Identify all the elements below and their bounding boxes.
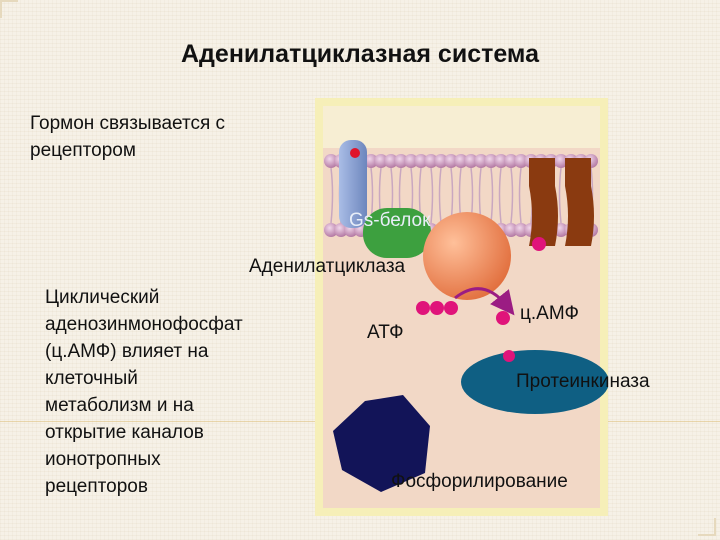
adenylate-cyclase: [423, 212, 511, 300]
hormone-dot: [350, 148, 360, 158]
camp-dot: [496, 311, 510, 325]
slide-title: Аденилатциклазная система: [181, 40, 539, 68]
conversion-arrow: [454, 287, 515, 316]
atp-dot: [416, 301, 430, 315]
text-line: Гормон связывается с: [30, 113, 226, 134]
atp-dot: [430, 301, 444, 315]
phosphorylation-label: Фосфорилирование: [391, 471, 568, 492]
text-line: рецепторов: [45, 476, 148, 497]
text-line: ионотропных: [45, 449, 161, 470]
slide-corner-decoration: [0, 0, 18, 18]
text-line: аденозинмонофосфат: [45, 314, 243, 335]
protein-kinase-label: Протеинкиназа: [516, 371, 650, 392]
ion-channel: [529, 158, 594, 246]
protein-kinase: [461, 350, 609, 414]
atp-dot: [444, 301, 458, 315]
hormone-binding-text: Гормон связывается с рецептором: [30, 110, 225, 164]
receptor: [339, 140, 367, 228]
camp-label: ц.АМФ: [520, 303, 579, 324]
extracellular-space: [323, 106, 600, 148]
channel-camp-dot: [532, 237, 546, 251]
slide-corner-decoration: [698, 518, 716, 536]
gs-protein: [363, 208, 431, 258]
cell-diagram: Gs-белок Аденилатциклаза АТФ ц.АМФ Проте…: [249, 98, 650, 516]
text-line: Циклический: [45, 287, 160, 308]
text-line: метаболизм и на: [45, 395, 194, 416]
target-protein: [333, 395, 430, 492]
text-line: клеточный: [45, 368, 138, 389]
camp-effect-text: Циклический аденозинмонофосфат (ц.АМФ) в…: [45, 284, 243, 500]
gs-protein-label: Gs-белок: [349, 210, 431, 231]
cell-diagram-svg: [315, 98, 609, 516]
text-line: рецептором: [30, 140, 136, 161]
adenylate-cyclase-label: Аденилатциклаза: [249, 256, 406, 277]
kinase-camp-dot: [503, 350, 515, 362]
text-line: открытие каналов: [45, 422, 204, 443]
text-line: (ц.АМФ) влияет на: [45, 341, 209, 362]
atp-label: АТФ: [367, 322, 404, 343]
